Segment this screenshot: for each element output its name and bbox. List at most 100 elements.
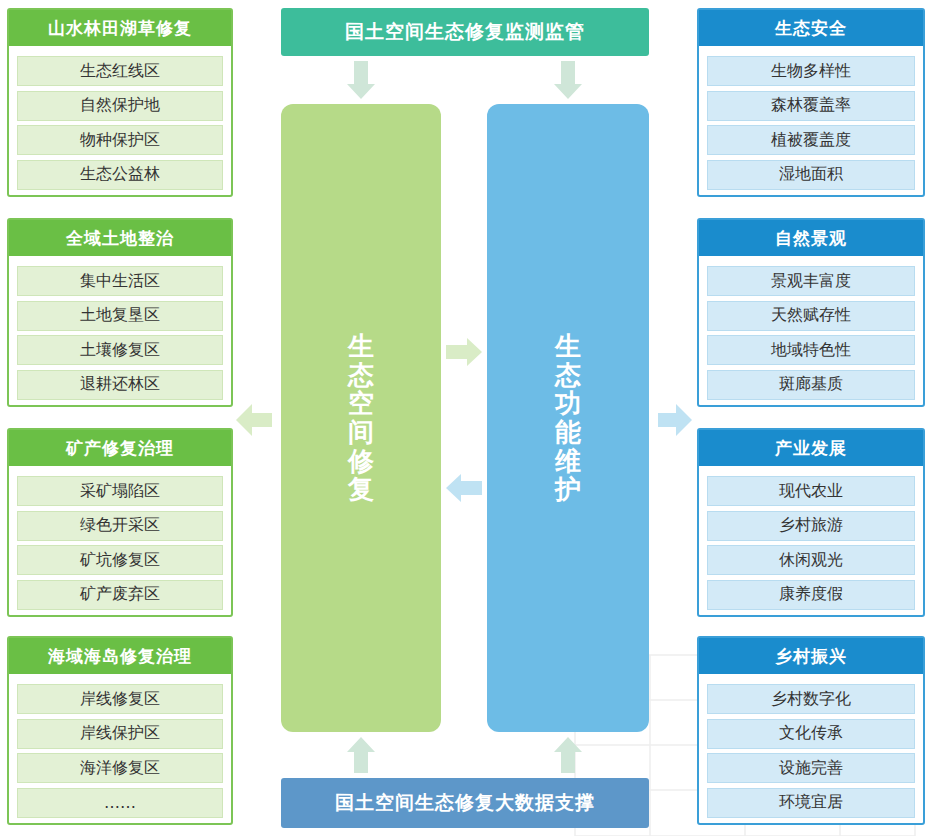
category-item: 休闲观光 <box>707 545 915 575</box>
item-label: 环境宜居 <box>779 792 843 813</box>
item-label: 文化传承 <box>779 723 843 744</box>
category-item: 文化传承 <box>707 719 915 749</box>
category-item: 湿地面积 <box>707 160 915 190</box>
item-label: 生态红线区 <box>80 61 160 82</box>
vertical-title: 生态空间修复 <box>348 332 374 504</box>
top-bottom-band: 国土空间生态修复大数据支撑 <box>281 778 649 828</box>
category-item: 植被覆盖度 <box>707 125 915 155</box>
category-group: 产业发展现代农业乡村旅游休闲观光康养度假 <box>697 428 925 617</box>
category-item: 斑廊基质 <box>707 370 915 400</box>
category-item: 设施完善 <box>707 753 915 783</box>
item-label: 生物多样性 <box>771 61 851 82</box>
group-header: 海域海岛修复治理 <box>9 638 231 674</box>
category-group: 自然景观景观丰富度天然赋存性地域特色性斑廊基质 <box>697 218 925 407</box>
group-header: 自然景观 <box>699 220 923 256</box>
category-item: 景观丰富度 <box>707 266 915 296</box>
category-item: 矿产废弃区 <box>17 580 223 610</box>
category-item: 土壤修复区 <box>17 335 223 365</box>
block-arrow <box>554 61 582 99</box>
item-label: 乡村数字化 <box>771 689 851 710</box>
category-item: 地域特色性 <box>707 335 915 365</box>
arrow-shape <box>347 61 375 99</box>
item-label: …… <box>104 793 136 812</box>
category-group: 矿产修复治理采矿塌陷区绿色开采区矿坑修复区矿产废弃区 <box>7 428 233 617</box>
item-label: 设施完善 <box>779 758 843 779</box>
category-group: 全域土地整治集中生活区土地复垦区土壤修复区退耕还林区 <box>7 218 233 407</box>
item-label: 斑廊基质 <box>779 374 843 395</box>
category-item: 集中生活区 <box>17 266 223 296</box>
category-item: 绿色开采区 <box>17 511 223 541</box>
category-item: 海洋修复区 <box>17 753 223 783</box>
item-label: 乡村旅游 <box>779 515 843 536</box>
category-item: 生态公益林 <box>17 160 223 190</box>
group-header: 乡村振兴 <box>699 638 923 674</box>
category-item: 土地复垦区 <box>17 301 223 331</box>
category-group: 海域海岛修复治理岸线修复区岸线保护区海洋修复区 …… <box>7 636 233 825</box>
category-item: 岸线保护区 <box>17 719 223 749</box>
item-label: 岸线修复区 <box>80 689 160 710</box>
category-item: 康养度假 <box>707 580 915 610</box>
arrow-shape <box>446 474 482 502</box>
group-header: 矿产修复治理 <box>9 430 231 466</box>
item-label: 天然赋存性 <box>771 305 851 326</box>
category-group: 乡村振兴乡村数字化文化传承设施完善环境宜居 <box>697 636 925 825</box>
band-label: 国土空间生态修复大数据支撑 <box>335 790 595 816</box>
main-column-box: 生态功能维护 <box>487 104 649 732</box>
category-item: 生态红线区 <box>17 56 223 86</box>
item-label: 海洋修复区 <box>80 758 160 779</box>
arrow-shape <box>347 737 375 773</box>
item-label: 退耕还林区 <box>80 374 160 395</box>
item-label: 湿地面积 <box>779 164 843 185</box>
category-item: …… <box>17 788 223 818</box>
group-header: 产业发展 <box>699 430 923 466</box>
item-label: 现代农业 <box>779 481 843 502</box>
vertical-title: 生态功能维护 <box>555 332 581 504</box>
item-label: 土地复垦区 <box>80 305 160 326</box>
category-item: 乡村旅游 <box>707 511 915 541</box>
block-arrow <box>347 737 375 773</box>
category-group: 生态安全生物多样性森林覆盖率植被覆盖度湿地面积 <box>697 8 925 197</box>
category-item: 现代农业 <box>707 476 915 506</box>
arrow-shape <box>554 61 582 99</box>
block-arrow <box>446 338 482 366</box>
item-label: 集中生活区 <box>80 271 160 292</box>
category-item: 采矿塌陷区 <box>17 476 223 506</box>
category-item: 生物多样性 <box>707 56 915 86</box>
item-label: 森林覆盖率 <box>771 95 851 116</box>
category-item: 矿坑修复区 <box>17 545 223 575</box>
category-item: 乡村数字化 <box>707 684 915 714</box>
right-block-arrow <box>658 404 692 436</box>
arrow-shape <box>554 737 582 773</box>
item-label: 景观丰富度 <box>771 271 851 292</box>
item-label: 物种保护区 <box>80 130 160 151</box>
left-block-arrow <box>236 404 272 436</box>
top-bottom-band: 国土空间生态修复监测监管 <box>281 8 649 56</box>
category-item: 退耕还林区 <box>17 370 223 400</box>
group-header: 全域土地整治 <box>9 220 231 256</box>
band-label: 国土空间生态修复监测监管 <box>345 19 585 45</box>
main-column-box: 生态空间修复 <box>281 104 441 732</box>
item-label: 生态公益林 <box>80 164 160 185</box>
group-header: 山水林田湖草修复 <box>9 10 231 46</box>
item-label: 康养度假 <box>779 584 843 605</box>
category-group: 山水林田湖草修复生态红线区自然保护地物种保护区生态公益林 <box>7 8 233 197</box>
group-header: 生态安全 <box>699 10 923 46</box>
item-label: 土壤修复区 <box>80 340 160 361</box>
item-label: 自然保护地 <box>80 95 160 116</box>
block-arrow <box>554 737 582 773</box>
category-item: 森林覆盖率 <box>707 91 915 121</box>
item-label: 矿产废弃区 <box>80 584 160 605</box>
item-label: 采矿塌陷区 <box>80 481 160 502</box>
item-label: 植被覆盖度 <box>771 130 851 151</box>
block-arrow <box>446 474 482 502</box>
category-item: 物种保护区 <box>17 125 223 155</box>
item-label: 地域特色性 <box>771 340 851 361</box>
item-label: 绿色开采区 <box>80 515 160 536</box>
item-label: 矿坑修复区 <box>80 550 160 571</box>
category-item: 岸线修复区 <box>17 684 223 714</box>
block-arrow <box>347 61 375 99</box>
category-item: 天然赋存性 <box>707 301 915 331</box>
category-item: 自然保护地 <box>17 91 223 121</box>
category-item: 环境宜居 <box>707 788 915 818</box>
item-label: 休闲观光 <box>779 550 843 571</box>
